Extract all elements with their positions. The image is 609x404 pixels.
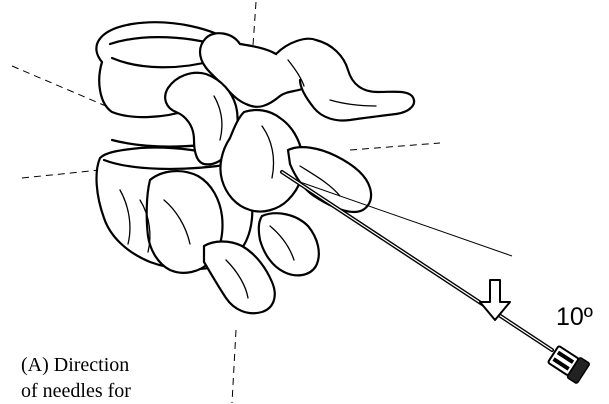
caption-line-2: of needles for bbox=[21, 380, 131, 402]
vertebrae bbox=[96, 22, 414, 313]
horizontal-axis-right bbox=[350, 143, 440, 150]
down-arrow-icon bbox=[480, 280, 510, 320]
horizontal-axis-lower bbox=[22, 170, 100, 178]
reference-line bbox=[300, 182, 512, 256]
vertical-axis-bottom bbox=[232, 330, 236, 403]
figure-caption: (A) Direction of needles for bbox=[21, 352, 131, 404]
angle-label: 10º bbox=[556, 305, 593, 330]
needle-icon bbox=[282, 172, 590, 384]
lower-right-process bbox=[259, 213, 319, 275]
caption-line-1: (A) Direction bbox=[21, 354, 129, 376]
